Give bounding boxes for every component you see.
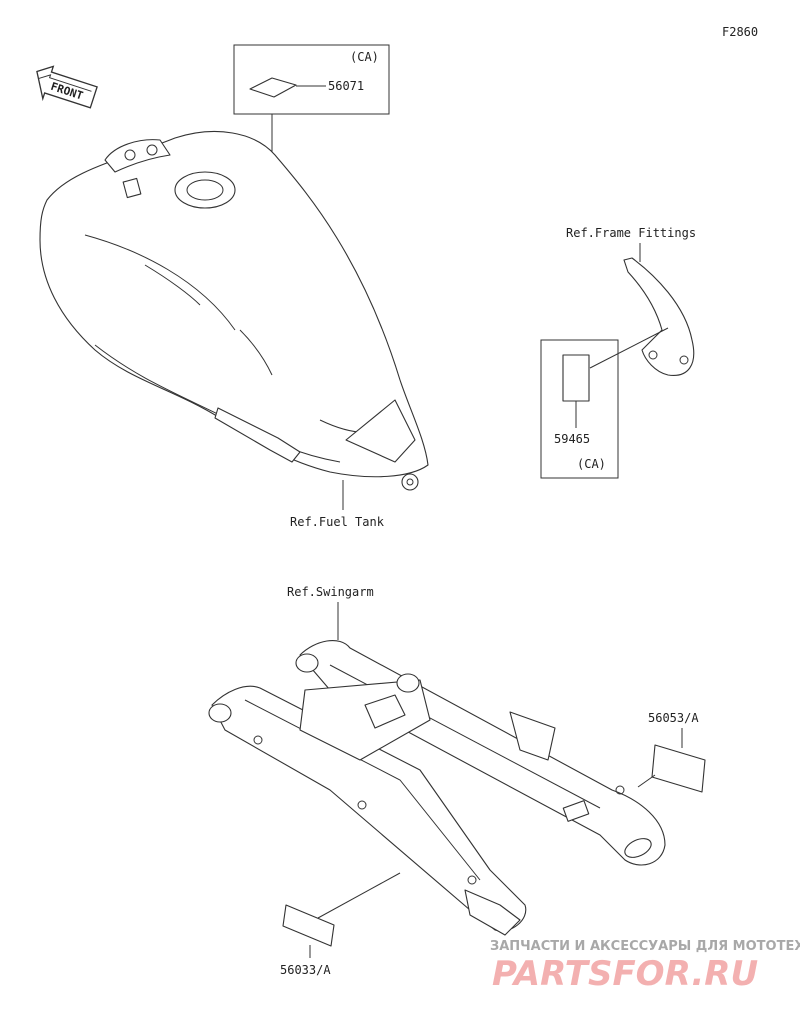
watermark-brand: PARTSFOR.RU <box>492 954 758 994</box>
part-56071-variant: (CA) <box>350 50 379 64</box>
watermark: ЗАПЧАСТИ И АКСЕССУАРЫ ДЛЯ МОТОТЕХНИКИ PA… <box>490 939 800 994</box>
part-59465-variant: (CA) <box>577 457 606 471</box>
frame-fittings-ref-label: Ref.Frame Fittings <box>566 226 696 240</box>
part-56033a-callout: 56033/A <box>280 872 401 977</box>
part-56071-number: 56071 <box>328 79 364 93</box>
part-56033a-number: 56033/A <box>280 963 331 977</box>
label-59465-icon <box>562 354 590 402</box>
fuel-tank-ref-label: Ref.Fuel Tank <box>290 515 385 529</box>
label-56033a-icon <box>282 904 335 947</box>
front-arrow-icon: FRONT <box>36 65 98 109</box>
part-56053a-number: 56053/A <box>648 711 699 725</box>
watermark-subtitle: ЗАПЧАСТИ И АКСЕССУАРЫ ДЛЯ МОТОТЕХНИКИ <box>490 939 800 954</box>
fuel-cap-icon <box>174 171 236 209</box>
frame-fitting-bracket <box>623 257 695 376</box>
swingarm-ref-label: Ref.Swingarm <box>287 585 374 599</box>
part-56053a-callout: 56053/A <box>637 711 706 793</box>
fuel-tank-outline <box>39 131 429 491</box>
part-59465-callout: 59465 (CA) <box>540 327 669 479</box>
part-59465-number: 59465 <box>554 432 590 446</box>
figure-code: F2860 <box>722 25 758 39</box>
label-56053a-icon <box>651 744 706 793</box>
label-56071-icon <box>249 77 297 98</box>
swingarm-outline <box>208 639 666 936</box>
